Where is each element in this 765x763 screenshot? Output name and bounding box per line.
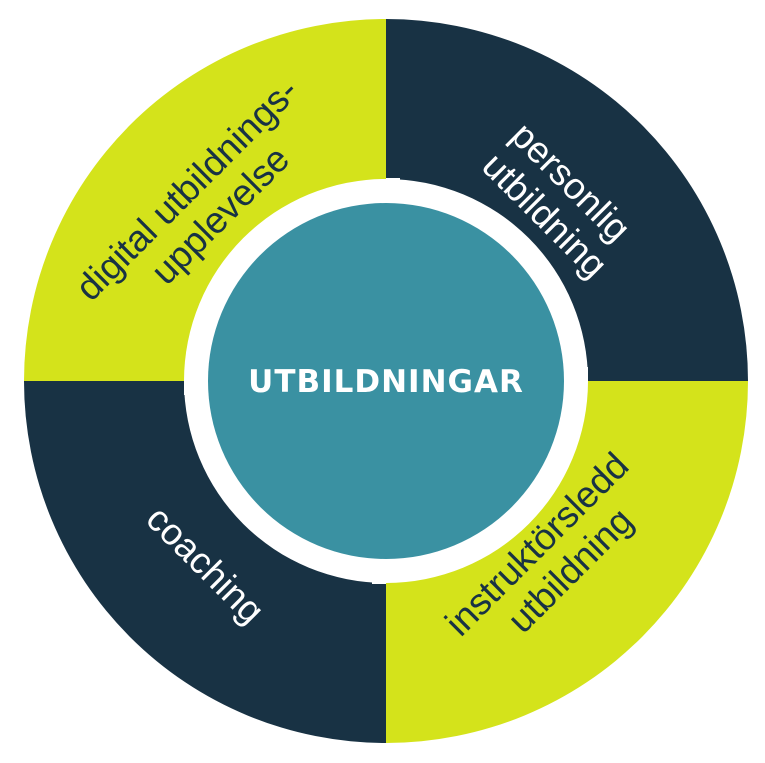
ring-notch-top bbox=[386, 178, 400, 202]
ring-notch-right bbox=[564, 367, 588, 381]
center-circle bbox=[208, 203, 564, 559]
center-label: UTBILDNINGAR bbox=[248, 364, 524, 400]
ring-notch-bottom bbox=[372, 560, 386, 584]
ring-notch-left bbox=[184, 381, 208, 395]
